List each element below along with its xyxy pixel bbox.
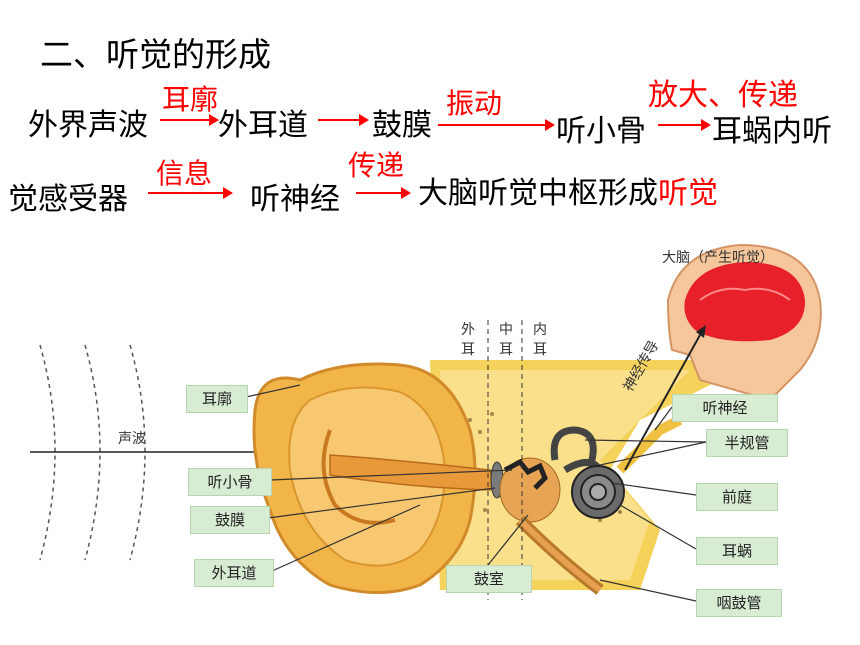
flow-arrow-4 [658, 119, 711, 131]
flow-arrow-label-pinna: 耳廓 [162, 83, 219, 116]
flow-node-ossicles: 听小骨 [556, 114, 646, 149]
leader-lines [245, 384, 707, 602]
inner-ear-label: 内 耳 [533, 322, 547, 358]
page-title: 二、听觉的形成 [40, 35, 271, 74]
flow-arrow-label-vibration: 振动 [446, 87, 503, 120]
label-ear-canal: 外耳道 [194, 559, 274, 587]
middle-ear-label: 中 耳 [499, 322, 513, 358]
label-vestibule: 前庭 [696, 483, 778, 511]
flow-node-sound-wave: 外界声波 [28, 108, 148, 143]
label-semicircular-canals: 半规管 [706, 429, 788, 457]
flow-node-cochlea-receptor: 耳蜗内听 [712, 114, 832, 149]
cochlea-shape [571, 465, 625, 519]
label-eustachian-tube: 咽鼓管 [696, 589, 782, 617]
flow-arrow-label-transmit: 传递 [348, 149, 405, 182]
hearing-text: 听觉 [658, 176, 718, 211]
flow-arrow-1 [160, 114, 219, 126]
label-auditory-nerve: 听神经 [672, 394, 778, 422]
flow-arrow-label-info: 信息 [156, 157, 213, 190]
flow-arrow-label-amplify: 放大、传递 [648, 78, 798, 113]
brain-center-text: 大脑听觉中枢形成 [418, 176, 658, 211]
brain-label: 大脑（产生听觉） [662, 250, 774, 266]
flow-node-auditory-nerve: 听神经 [250, 182, 340, 217]
flow-node-brain-center: 大脑听觉中枢形成听觉 [418, 168, 718, 212]
flow-arrow-2 [318, 114, 369, 126]
flow-node-eardrum: 鼓膜 [372, 108, 432, 143]
label-pinna: 耳廓 [186, 385, 248, 413]
label-cochlea: 耳蜗 [696, 537, 778, 565]
brain-shape [684, 262, 806, 342]
flow-arrow-5 [148, 187, 233, 199]
label-eardrum: 鼓膜 [190, 506, 270, 534]
label-ossicles: 听小骨 [188, 468, 272, 496]
label-tympanic-cavity: 鼓室 [446, 565, 532, 593]
flow-arrow-6 [356, 187, 411, 199]
flow-arrow-3 [438, 119, 555, 131]
flow-node-ear-canal: 外耳道 [218, 108, 308, 143]
outer-ear-label: 外 耳 [461, 322, 475, 358]
sound-wave-label: 声波 [118, 431, 146, 447]
flow-node-receptor: 觉感受器 [8, 182, 128, 217]
ossicles-shape [503, 458, 548, 490]
